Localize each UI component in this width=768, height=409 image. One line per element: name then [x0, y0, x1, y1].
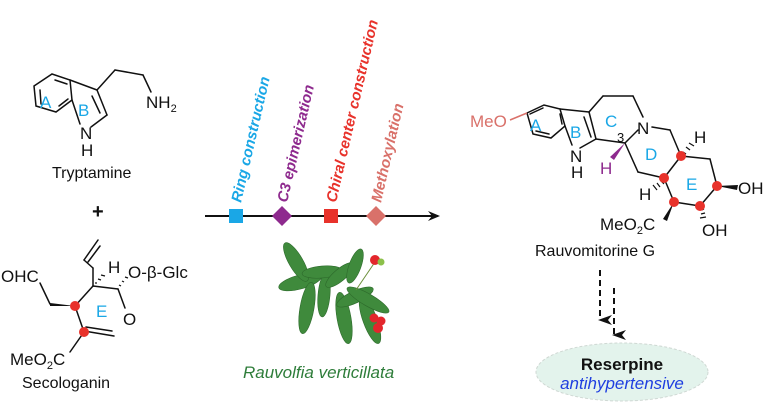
- ring-label-c: C: [605, 112, 617, 131]
- step-marker-2: [272, 206, 292, 226]
- ring-oxygen: O: [123, 310, 136, 329]
- ring-label-b: B: [570, 123, 581, 142]
- step-label-4: Methoxylation: [368, 102, 407, 204]
- step-label-2: C3 epimerization: [274, 83, 318, 204]
- step-label-1: Ring construction: [228, 75, 273, 204]
- tertiary-n: N: [637, 119, 649, 138]
- ring-label-a: A: [530, 116, 542, 135]
- plant-name: Rauvolfia verticillata: [243, 363, 394, 382]
- activity-label: antihypertensive: [560, 374, 684, 393]
- hydroxyl-2: OH: [702, 221, 728, 240]
- ring-label-b: B: [78, 101, 89, 120]
- ring-label-e: E: [686, 175, 697, 194]
- secologanin-label: Secologanin: [22, 375, 110, 392]
- plus-sign: +: [92, 201, 104, 223]
- aldehyde-group: OHC: [1, 267, 39, 286]
- ring-label-a: A: [40, 93, 52, 112]
- h-top: H: [694, 128, 706, 147]
- stereocenter-dot: [79, 327, 89, 337]
- step-marker-3: [324, 209, 338, 223]
- step-marker-1: [229, 209, 243, 223]
- secologanin-structure: E OHC H O-β-Glc O MeO2C: [1, 239, 188, 372]
- ester-group: MeO2C: [600, 215, 655, 237]
- amine-group: NH2: [146, 93, 177, 115]
- tryptamine-structure: A B NH2 N H: [33, 69, 177, 160]
- c3-hydrogen: H: [600, 159, 612, 178]
- ester-group: MeO2C: [10, 350, 65, 372]
- indole-h: H: [81, 141, 93, 160]
- tryptamine-label: Tryptamine: [52, 165, 132, 182]
- plant-image: [278, 242, 390, 344]
- methoxy-group: MeO: [470, 112, 507, 131]
- step-marker-4: [366, 206, 386, 226]
- ring-label-d: D: [645, 145, 657, 164]
- reserpine-ellipse: [535, 342, 709, 402]
- stereocenter-dot: [70, 301, 80, 311]
- rauvomitorine-structure: MeO A B C D E 3 N N H H H H OH OH MeO2C: [470, 95, 764, 240]
- ring-label-e: E: [96, 302, 107, 321]
- glucoside-group: O-β-Glc: [128, 263, 188, 282]
- h-bottom: H: [639, 185, 651, 204]
- rauvomitorine-label: Rauvomitorine G: [535, 243, 655, 260]
- indole-h: H: [571, 163, 583, 182]
- secologanin-h: H: [108, 258, 120, 277]
- indole-n: N: [570, 147, 582, 166]
- indole-n: N: [80, 124, 92, 143]
- hydroxyl-1: OH: [738, 179, 764, 198]
- c3-label: 3: [617, 130, 624, 145]
- reserpine-label: Reserpine: [581, 355, 663, 374]
